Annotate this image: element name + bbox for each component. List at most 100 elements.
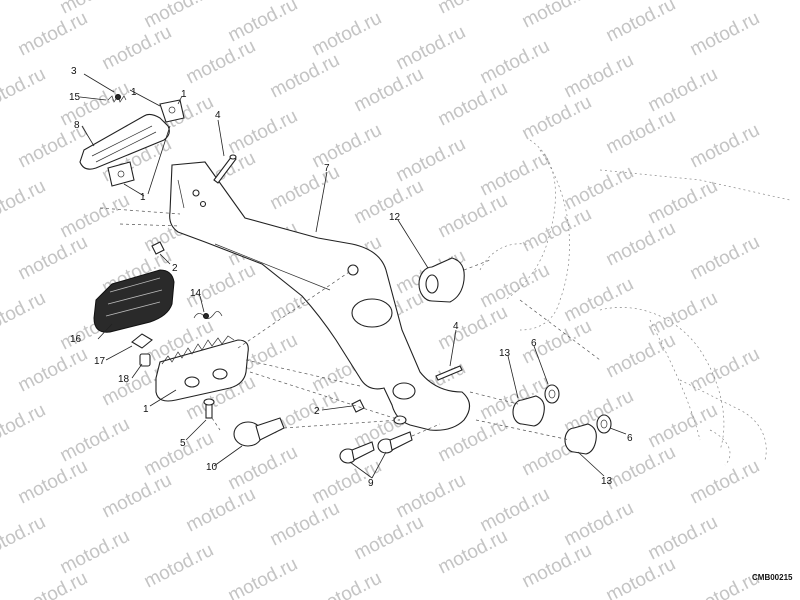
watermark-text: motod.ru [309,8,385,61]
callout-1-low: 1 [140,192,146,203]
watermark-text: motod.ru [561,274,637,327]
watermark-text: motod.ru [603,0,679,46]
watermark-text: motod.ru [15,8,91,61]
pin-part-4-lower [435,365,463,381]
callout-18: 18 [118,374,130,385]
watermark-text: motod.ru [435,78,511,131]
callout-13-lower: 13 [601,476,613,487]
washer-part-6-upper [544,384,560,404]
watermark-text: motod.ru [267,50,343,103]
watermark-text: motod.ru [477,260,553,313]
watermark-text: motod.ru [183,484,259,537]
watermark-text: motod.ru [603,218,679,271]
watermark-text: motod.ru [519,204,595,257]
watermark-text: motod.ru [309,120,385,173]
watermark-text: motod.ru [519,92,595,145]
callout-5: 5 [180,438,186,449]
watermark-text: motod.ru [561,50,637,103]
footrest-part-8 [79,99,185,187]
watermark-text: motod.ru [687,232,763,285]
washer-part-17 [131,333,153,349]
watermark-text: motod.ru [645,288,721,341]
frame-ghost-outline [479,139,791,466]
watermark-text: motod.ru [0,288,49,341]
washer-part-6-lower [596,414,612,434]
watermark-text: motod.ru [351,512,427,565]
bushing-part-18 [139,353,151,367]
drawing-code: CMB00215 [752,573,793,582]
watermark-text: motod.ru [0,176,49,229]
callout-14: 14 [190,288,202,299]
watermark-text: motod.ru [15,568,91,600]
watermark-text: motod.ru [225,0,301,46]
callout-1-left: 1 [143,404,149,415]
watermark-text: motod.ru [687,8,763,61]
watermark-text: motod.ru [687,120,763,173]
spring-part-15 [107,94,127,103]
watermark-text: motod.ru [435,302,511,355]
watermark-text: motod.ru [0,64,49,117]
watermark-text: motod.ru [435,190,511,243]
watermark-text: motod.ru [183,260,259,313]
watermark-text: motod.ru [267,498,343,551]
watermark-text: motod.ru [393,134,469,187]
spacer-part-13-lower [564,423,597,455]
watermark-text: motod.ru [57,414,133,467]
watermark-text: motod.ru [561,498,637,551]
watermark-text: motod.ru [99,470,175,523]
watermark-text: motod.ru [57,78,133,131]
nut-part-2-upper [151,241,165,255]
watermark-text: motod.ru [351,0,427,4]
callout-17: 17 [94,356,106,367]
callout-6-upper: 6 [531,338,537,349]
watermark-text: motod.ru [15,344,91,397]
watermark-text: motod.ru [477,148,553,201]
callout-4-lower: 4 [453,321,459,332]
callout-9: 9 [368,478,374,489]
bolts-part-9 [339,431,413,464]
callout-16: 16 [70,334,82,345]
callout-10: 10 [206,462,218,473]
callout-6-lower: 6 [627,433,633,444]
watermark-text: motod.ru [0,0,49,4]
watermark-text: motod.ru [519,540,595,593]
watermark-text: motod.ru [225,554,301,600]
watermark-text: motod.ru [477,484,553,537]
watermark-text: motod.ru [645,400,721,453]
watermark-text: motod.ru [687,344,763,397]
watermark-text: motod.ru [99,22,175,75]
callout-3: 3 [71,66,77,77]
watermark-text: motod.ru [267,162,343,215]
watermark-text: motod.ru [57,190,133,243]
callout-15: 15 [69,92,81,103]
watermark-text: motod.ru [0,400,49,453]
pin-part-4-upper [213,154,237,184]
callout-4-upper: 4 [215,110,221,121]
watermark-text: motod.ru [435,0,511,18]
watermark-text: motod.ru [603,106,679,159]
watermark-text: motod.ru [645,64,721,117]
watermark-text: motod.ru [351,64,427,117]
spacer-part-13-upper [512,395,545,427]
watermark-text: motod.ru [15,456,91,509]
watermark-text: motod.ru [309,456,385,509]
callout-13-upper: 13 [499,348,511,359]
assembly-lines [99,207,601,441]
bushing-part-12 [418,257,465,303]
watermark-text: motod.ru [603,442,679,495]
watermark-text: motod.ru [225,106,301,159]
watermark-text: motod.ru [603,554,679,600]
watermark-text: motod.ru [435,526,511,579]
watermark-text: motod.ru [687,456,763,509]
callout-2-lower: 2 [314,406,320,417]
callout-1-mid: 1 [181,89,187,100]
watermark-text: motod.ru [57,526,133,579]
watermark-text: motod.ru [183,36,259,89]
watermark-text: motod.ru [645,512,721,565]
watermark-text: motod.ru [0,512,49,565]
watermark-text: motod.ru [645,176,721,229]
rubber-pad-part-16 [93,269,175,333]
watermark-text: motod.ru [393,22,469,75]
